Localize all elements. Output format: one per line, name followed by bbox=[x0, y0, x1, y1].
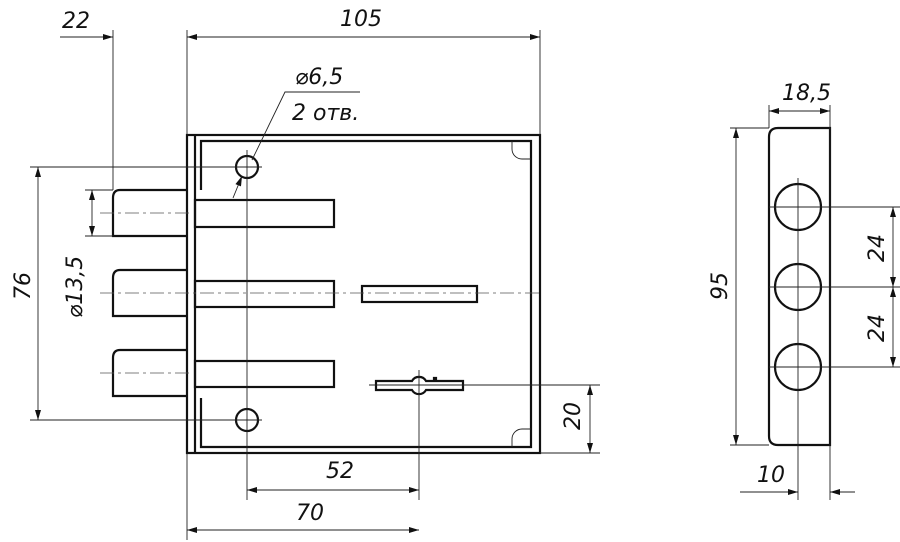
dim-20: 20 bbox=[561, 402, 586, 430]
dim-95: 95 bbox=[708, 272, 733, 300]
dim-76: 76 bbox=[11, 272, 36, 300]
dim-10: 10 bbox=[757, 463, 785, 488]
keyhole bbox=[374, 375, 465, 396]
lock-inner-cover bbox=[199, 139, 533, 449]
latch-slot bbox=[360, 284, 479, 304]
dim-hole-count: 2 отв. bbox=[292, 101, 359, 126]
faceplate-outline bbox=[767, 126, 832, 447]
bolts bbox=[111, 188, 336, 398]
dim-24-lower: 24 bbox=[865, 314, 890, 342]
lock-body-outline bbox=[185, 133, 542, 455]
dim-52: 52 bbox=[326, 459, 354, 484]
front-view: 22 105 ⌀6,5 2 отв. 76 ⌀13,5 20 52 70 bbox=[11, 7, 600, 540]
dim-hole-diameter: ⌀6,5 bbox=[295, 65, 343, 90]
dim-bolt-diameter: ⌀13,5 bbox=[63, 256, 88, 318]
dim-105: 105 bbox=[340, 7, 382, 32]
dim-24-upper: 24 bbox=[865, 234, 890, 262]
dim-70: 70 bbox=[296, 501, 324, 526]
dim-22: 22 bbox=[62, 9, 90, 34]
side-view: 18,5 95 24 24 10 bbox=[708, 81, 900, 500]
dim-18-5: 18,5 bbox=[782, 81, 831, 106]
